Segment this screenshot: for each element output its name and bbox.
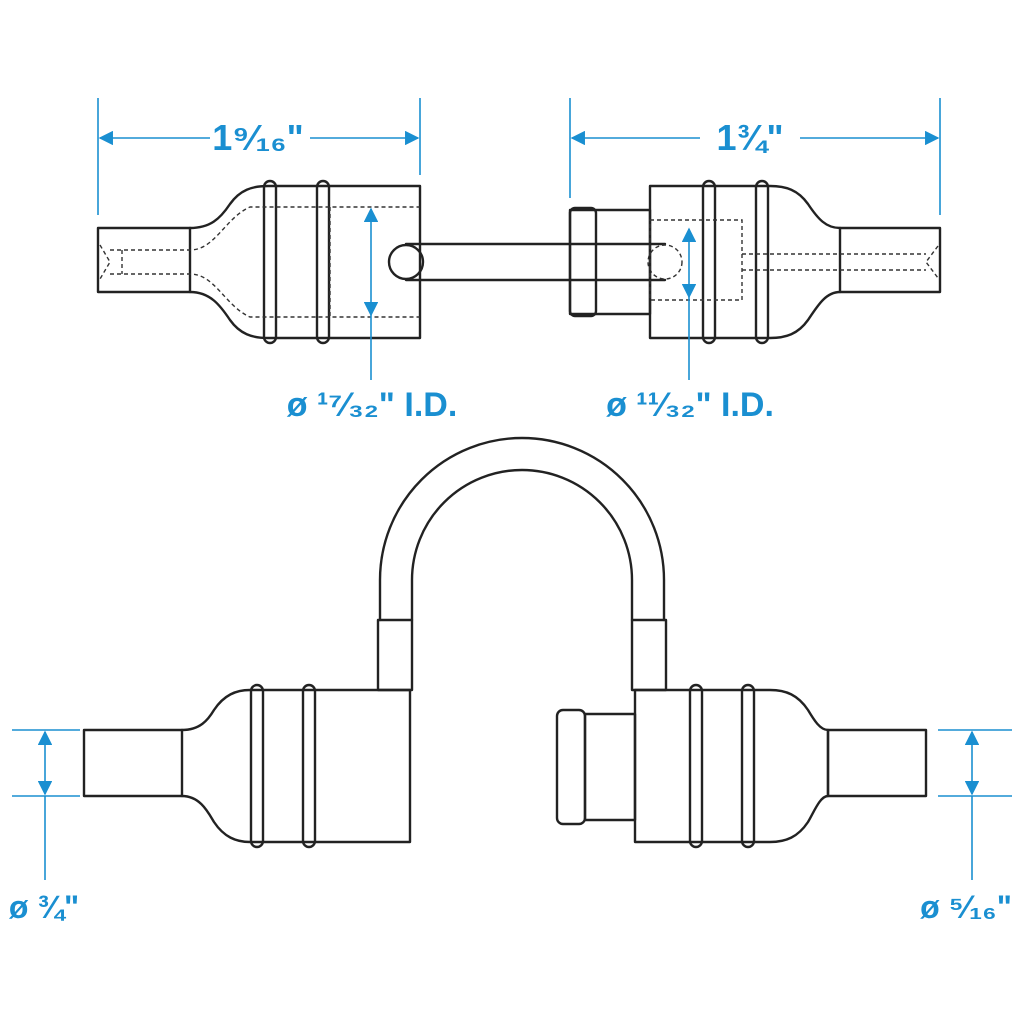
large-holder-top	[96, 179, 422, 345]
large-od-label: ø ¾"	[9, 889, 79, 925]
large-id-label: ø ¹⁷⁄₃₂" I.D.	[287, 386, 458, 424]
small-holder-bottom	[555, 683, 928, 849]
bottom-assembly	[82, 436, 928, 849]
small-length-label: 1¾"	[716, 117, 783, 158]
small-od-label: ø ⁵⁄₁₆"	[920, 889, 1012, 925]
large-holder-bottom	[82, 683, 412, 849]
dimension-lines-top	[97, 98, 941, 380]
small-id-label: ø ¹¹⁄₃₂" I.D.	[606, 386, 774, 424]
top-assembly	[96, 179, 942, 345]
dimension-lines-bottom	[12, 729, 1012, 880]
small-holder-top	[568, 179, 942, 345]
fuse-link-top	[387, 242, 683, 282]
large-length-label: 1⁹⁄₁₆"	[212, 117, 303, 158]
fuse-loop	[376, 436, 668, 692]
